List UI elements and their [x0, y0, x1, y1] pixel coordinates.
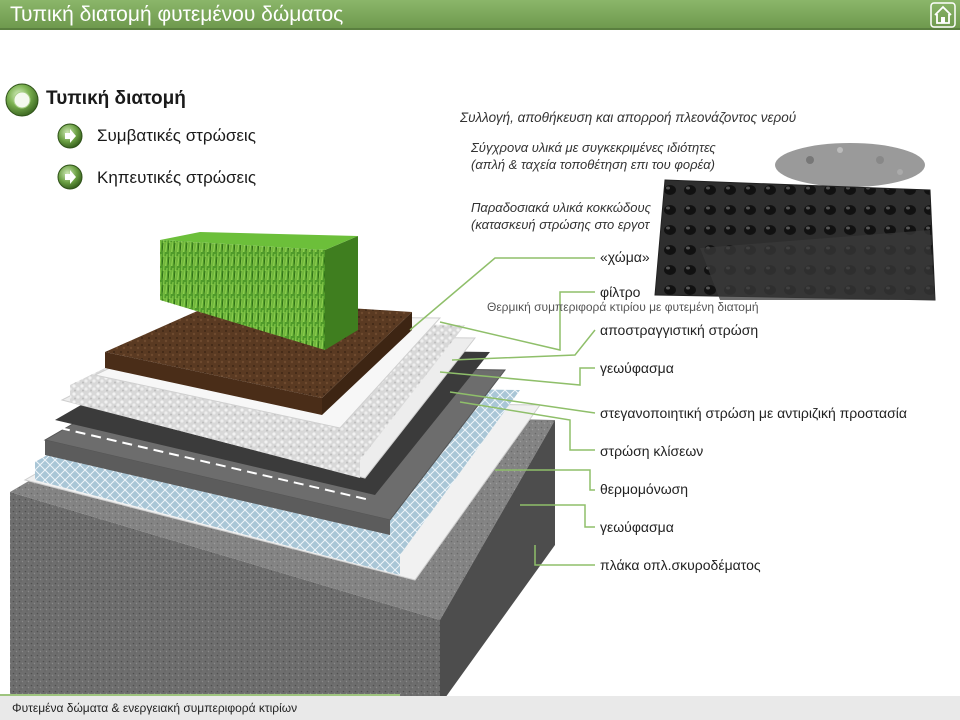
- layer-label-soil: «χώμα»: [600, 249, 650, 265]
- home-icon[interactable]: [930, 2, 956, 28]
- traditional-materials-caption-line1: Παραδοσιακά υλικά κοκκώδους: [471, 200, 651, 215]
- footer-bar: [0, 696, 960, 720]
- arrow-bullet-icon: [57, 123, 83, 149]
- footer-accent-line: [0, 694, 400, 696]
- layer-label-concrete-slab: πλάκα οπλ.σκυροδέματος: [600, 557, 761, 573]
- layer-label-geotextile-upper: γεωύφασμα: [600, 360, 674, 376]
- green-round-bullet-icon: [5, 83, 39, 117]
- traditional-materials-caption-line2: (κατασκευή στρώσης στο εργοτ: [471, 217, 650, 232]
- layer-label-waterproofing: στεγανοποιητική στρώση με αντιριζική προ…: [600, 405, 907, 421]
- drainage-mat-image: [654, 143, 936, 301]
- grass-block: [160, 232, 358, 350]
- layer-label-geotextile-lower: γεωύφασμα: [600, 519, 674, 535]
- layer-label-drainage: αποστραγγιστική στρώση: [600, 322, 759, 338]
- modern-materials-caption-line1: Σύγχρονα υλικά με συγκεκριμένες ιδιότητε…: [471, 140, 716, 155]
- layer-label-insulation: θερμομόνωση: [600, 481, 689, 497]
- drainage-caption: Συλλογή, αποθήκευση και απορροή πλεονάζο…: [460, 110, 797, 125]
- layer-label-slope: στρώση κλίσεων: [600, 443, 704, 459]
- overlapping-label: Θερμική συμπεριφορά κτιρίου με φυτεμένη …: [487, 300, 759, 314]
- layer-label-filter: φίλτρο: [600, 284, 641, 300]
- menu-item-garden[interactable]: Κηπευτικές στρώσεις: [97, 168, 257, 187]
- menu-heading[interactable]: Τυπική διατομή: [46, 88, 186, 109]
- page-title: Τυπική διατομή φυτεμένου δώματος: [10, 3, 344, 26]
- arrow-bullet-icon: [57, 164, 83, 190]
- menu-item-conventional[interactable]: Συμβατικές στρώσεις: [97, 126, 256, 145]
- footer-text: Φυτεμένα δώματα & ενεργειακή συμπεριφορά…: [12, 701, 298, 715]
- title-bar: Τυπική διατομή φυτεμένου δώματος: [0, 0, 960, 30]
- modern-materials-caption-line2: (απλή & ταχεία τοποθέτηση επι του φορέα): [471, 157, 715, 172]
- leader-lines: [409, 257, 596, 566]
